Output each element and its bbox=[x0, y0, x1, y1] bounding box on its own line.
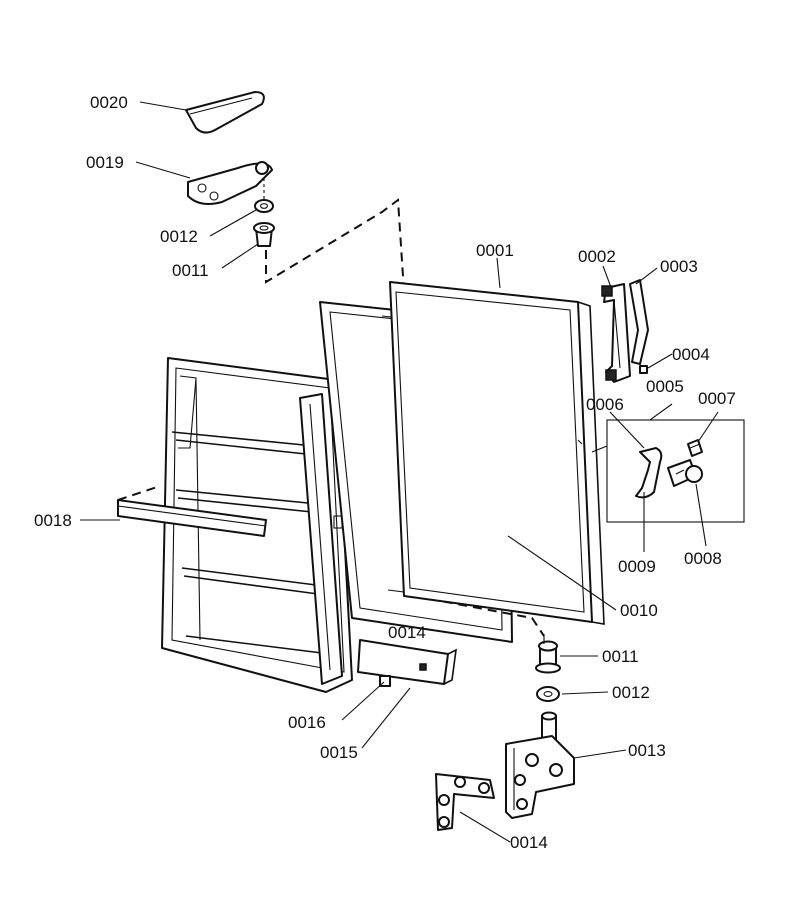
top-hinge-cover-0020 bbox=[185, 91, 265, 134]
part-labels: 0020 0019 0012 0011 0001 0002 0003 0004 … bbox=[34, 93, 736, 852]
label-0003: 0003 bbox=[660, 257, 698, 276]
label-0011-bottom: 0011 bbox=[602, 647, 639, 666]
label-0008: 0008 bbox=[684, 549, 722, 568]
top-dashed-axis bbox=[265, 198, 405, 293]
top-hinge-plate-0019 bbox=[187, 161, 273, 205]
bottom-door-bar bbox=[357, 639, 457, 687]
label-0007: 0007 bbox=[698, 389, 736, 408]
label-0005: 0005 bbox=[646, 377, 684, 396]
label-0013: 0013 bbox=[628, 741, 666, 760]
bottom-washer-0012 bbox=[536, 686, 560, 702]
label-0012-top: 0012 bbox=[160, 227, 198, 246]
screw-0004 bbox=[639, 365, 648, 374]
door-handle-0002 bbox=[601, 283, 631, 383]
lock-assembly-0005 bbox=[591, 419, 745, 523]
label-0009: 0009 bbox=[618, 557, 656, 576]
label-0019: 0019 bbox=[86, 153, 124, 172]
shelf-bar-0018 bbox=[117, 485, 267, 537]
label-0018: 0018 bbox=[34, 511, 72, 530]
bottom-hinge-0013 bbox=[505, 711, 575, 819]
outer-door-panel-0001 bbox=[389, 281, 605, 625]
label-0004: 0004 bbox=[672, 345, 710, 364]
label-0015: 0015 bbox=[320, 743, 358, 762]
top-washer-0012 bbox=[254, 178, 274, 213]
label-0020: 0020 bbox=[90, 93, 128, 112]
bottom-bushing-0011 bbox=[535, 634, 561, 674]
label-0016: 0016 bbox=[288, 713, 326, 732]
label-0002: 0002 bbox=[578, 247, 616, 266]
label-0006: 0006 bbox=[586, 395, 624, 414]
label-0011-top: 0011 bbox=[172, 261, 209, 280]
hinge-plate-0014 bbox=[435, 773, 495, 831]
handle-cover-0003 bbox=[629, 279, 649, 365]
label-0014-bottom: 0014 bbox=[510, 833, 548, 852]
top-bushing-0011 bbox=[253, 222, 275, 247]
label-0014-middle: 0014 bbox=[388, 623, 426, 642]
label-0012-bottom: 0012 bbox=[612, 683, 650, 702]
label-0010: 0010 bbox=[620, 601, 658, 620]
label-0001: 0001 bbox=[476, 241, 514, 260]
leader-lines bbox=[80, 101, 719, 843]
